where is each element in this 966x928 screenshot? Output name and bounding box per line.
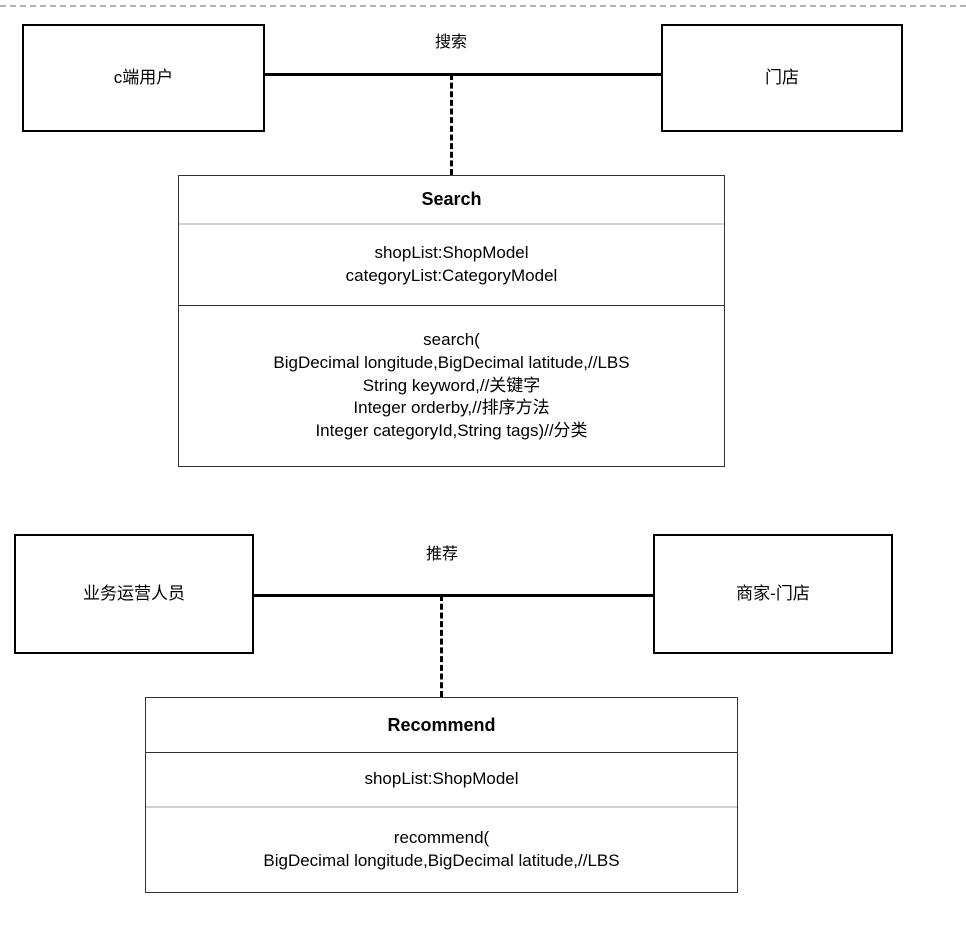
association-label-search: 搜索 — [434, 34, 468, 51]
entity-box-store[interactable]: 门店 — [661, 24, 903, 132]
class-attributes-compartment-recommend: shopList:ShopModel — [146, 753, 737, 808]
association-label-recommend: 推荐 — [425, 546, 459, 563]
class-attributes-recommend: shopList:ShopModel — [364, 769, 519, 789]
class-operations-search: search( BigDecimal longitude,BigDecimal … — [273, 329, 630, 441]
entity-label-business-operations-staff: 业务运营人员 — [83, 583, 185, 603]
dashed-link-search — [450, 74, 453, 175]
class-operations-compartment-recommend: recommend( BigDecimal longitude,BigDecim… — [146, 808, 737, 892]
class-title-compartment-search: Search — [179, 176, 724, 225]
page-boundary-dashed-line — [0, 5, 966, 7]
dashed-link-recommend — [440, 595, 443, 697]
entity-label-c-side-user: c端用户 — [113, 67, 174, 87]
class-box-search[interactable]: Search shopList:ShopModel categoryList:C… — [178, 175, 725, 467]
class-title-search: Search — [421, 189, 482, 209]
entity-label-store: 门店 — [765, 67, 799, 87]
class-title-recommend: Recommend — [387, 714, 496, 735]
association-line-search — [264, 73, 662, 76]
association-line-recommend — [253, 594, 654, 597]
class-operations-compartment-search: search( BigDecimal longitude,BigDecimal … — [179, 306, 724, 466]
class-box-recommend[interactable]: Recommend shopList:ShopModel recommend( … — [145, 697, 738, 893]
class-attributes-search: shopList:ShopModel categoryList:Category… — [345, 243, 558, 285]
class-title-compartment-recommend: Recommend — [146, 698, 737, 753]
entity-box-business-operations-staff[interactable]: 业务运营人员 — [14, 534, 254, 654]
entity-box-c-side-user[interactable]: c端用户 — [22, 24, 265, 132]
class-attributes-compartment-search: shopList:ShopModel categoryList:Category… — [179, 225, 724, 306]
class-operations-recommend: recommend( BigDecimal longitude,BigDecim… — [263, 828, 620, 870]
entity-label-merchant-store: 商家-门店 — [736, 583, 810, 603]
entity-box-merchant-store[interactable]: 商家-门店 — [653, 534, 893, 654]
